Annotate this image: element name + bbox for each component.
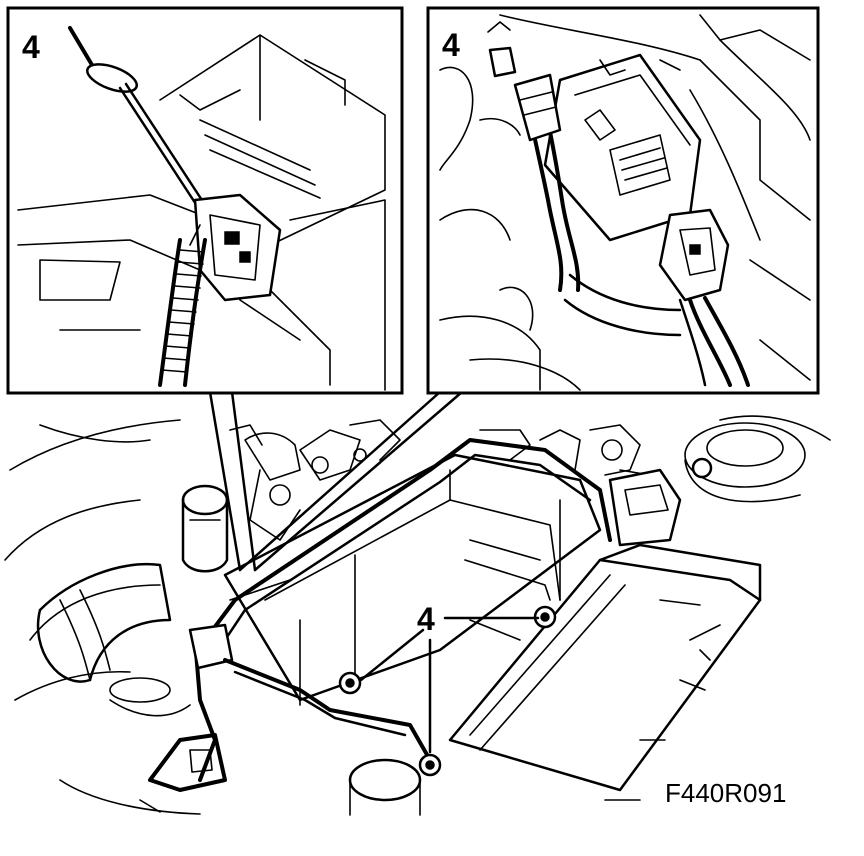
inset-left-callout-number: 4 bbox=[22, 29, 40, 65]
main-callout-number: 4 bbox=[417, 601, 435, 637]
inset-right-detail: 4 bbox=[426, 6, 820, 395]
screw-3 bbox=[418, 753, 442, 777]
inset-right-callout-number: 4 bbox=[442, 27, 460, 63]
harness-ribs bbox=[161, 249, 205, 373]
inset-left-detail: 4 bbox=[6, 6, 404, 395]
screw-1 bbox=[338, 671, 362, 695]
inset-connector-lines bbox=[208, 390, 464, 572]
figure-code: F440R091 bbox=[665, 778, 786, 808]
engine-bay-main-view bbox=[4, 415, 831, 816]
